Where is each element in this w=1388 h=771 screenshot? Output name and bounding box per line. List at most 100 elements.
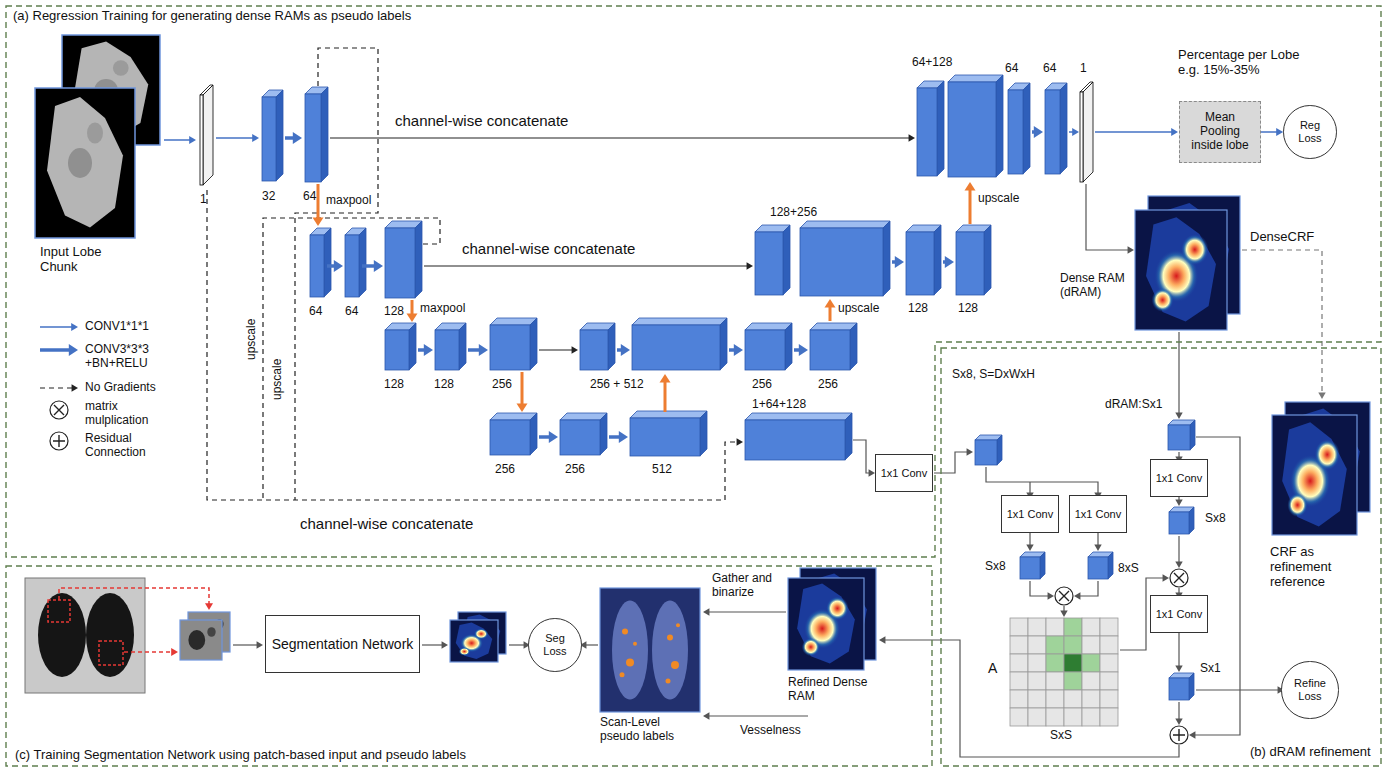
patch-texture bbox=[207, 627, 215, 637]
arrow bbox=[362, 260, 383, 272]
feature-block bbox=[385, 221, 422, 298]
arrow bbox=[1175, 332, 1182, 419]
arrow bbox=[216, 134, 259, 142]
conv-box: 1x1 Conv bbox=[1001, 495, 1059, 532]
annotation-label: Scan-Level pseudo labels bbox=[600, 716, 700, 744]
lung-shape bbox=[652, 600, 688, 699]
block-side bbox=[324, 228, 331, 297]
text-group: Seg Loss bbox=[532, 632, 578, 657]
feature-block bbox=[745, 413, 852, 460]
arrow-line bbox=[330, 137, 910, 138]
legend-text: CONV1*1*1 bbox=[85, 320, 149, 334]
matrix-cell bbox=[1010, 708, 1028, 726]
annotation-label: Refined Dense RAM bbox=[788, 676, 868, 704]
annotation-label: 512 bbox=[652, 463, 672, 477]
arrow bbox=[660, 374, 671, 412]
arrow-head bbox=[1189, 731, 1195, 738]
block-top bbox=[630, 411, 707, 418]
arrow-head bbox=[407, 313, 418, 322]
arrow-head bbox=[1175, 500, 1182, 506]
block-top bbox=[560, 413, 607, 420]
legend-text: No Gradients bbox=[85, 381, 156, 395]
block-side bbox=[934, 225, 941, 295]
arrow-head bbox=[825, 299, 836, 308]
matrix-cell bbox=[1046, 618, 1064, 636]
symbol-plus bbox=[1173, 729, 1185, 741]
loss-circle: Refine Loss bbox=[1281, 661, 1338, 718]
plus-symbol bbox=[50, 432, 68, 450]
node-text: Seg Loss bbox=[532, 632, 578, 657]
heat-blob bbox=[1315, 439, 1341, 470]
annotation-label: CRF as refinement reference bbox=[1270, 545, 1370, 590]
lobe-shape bbox=[1146, 217, 1216, 321]
block-side bbox=[276, 90, 283, 181]
arrow-head bbox=[442, 641, 448, 648]
feature-block bbox=[1168, 420, 1195, 450]
annotation-label: 64 bbox=[303, 190, 316, 204]
arrow-line bbox=[422, 644, 443, 645]
block-side bbox=[1189, 673, 1194, 700]
arrow bbox=[295, 48, 378, 500]
text-group: 1x1 Conv bbox=[881, 467, 927, 480]
lobe-texture bbox=[87, 123, 103, 144]
block-front bbox=[630, 418, 700, 456]
matrix-cell bbox=[1082, 636, 1100, 654]
node-text: Mean Pooling inside lobe bbox=[1184, 111, 1256, 152]
feature-block bbox=[345, 228, 366, 297]
lung-shape bbox=[86, 593, 134, 677]
arrow-head bbox=[1034, 126, 1043, 138]
block-front bbox=[580, 330, 608, 370]
annotation-label: Sx8, S=DxWxH bbox=[952, 368, 1035, 382]
matrix-cell bbox=[1010, 618, 1028, 636]
feature-block bbox=[948, 75, 1003, 177]
arrow-head bbox=[572, 346, 578, 353]
panel-border bbox=[6, 566, 932, 766]
feature-block bbox=[490, 413, 537, 455]
annotation-label: 256 bbox=[495, 463, 515, 477]
arrow-head bbox=[517, 403, 528, 412]
arrow bbox=[794, 344, 808, 356]
arrow-head bbox=[1175, 719, 1182, 725]
annotation-label: Dense RAM (dRAM) bbox=[1060, 272, 1130, 300]
matrix-cell bbox=[1046, 654, 1064, 672]
network-box: Segmentation Network bbox=[265, 615, 420, 673]
feature-block bbox=[385, 323, 416, 370]
arrow-line bbox=[1178, 332, 1179, 414]
arrow-head bbox=[734, 344, 743, 356]
block-side bbox=[700, 411, 707, 456]
matrix-cell bbox=[1100, 690, 1118, 708]
arrow-head bbox=[549, 431, 558, 443]
feature-block bbox=[1088, 552, 1113, 579]
arrow-head bbox=[909, 134, 915, 141]
arrow-head bbox=[703, 608, 709, 615]
arrow bbox=[509, 641, 530, 648]
arrow-line bbox=[1196, 689, 1279, 690]
arrow-head bbox=[747, 262, 753, 269]
heatmap-image bbox=[788, 578, 864, 670]
heat-blob bbox=[802, 638, 820, 656]
block-side bbox=[1060, 83, 1067, 174]
arrow bbox=[986, 467, 1102, 499]
block-side bbox=[783, 225, 790, 295]
annotation-label: channel-wise concatenate bbox=[300, 515, 473, 532]
arrow-line bbox=[585, 644, 598, 645]
arrow-head bbox=[1128, 246, 1134, 253]
matrix-cell bbox=[1100, 672, 1118, 690]
lung-shape bbox=[38, 593, 86, 677]
arrow-head bbox=[895, 256, 904, 268]
block-front bbox=[755, 232, 783, 295]
annotation-label: dRAM:Sx1 bbox=[1105, 398, 1162, 412]
matrix-cell bbox=[1064, 618, 1082, 636]
lobe-shape bbox=[1282, 422, 1347, 526]
arrow-line bbox=[884, 640, 1179, 757]
arrow bbox=[1074, 581, 1098, 600]
block-front bbox=[490, 325, 530, 370]
arrow-head bbox=[374, 260, 383, 272]
annotation-label: 1+64+128 bbox=[752, 398, 806, 412]
block-side bbox=[600, 413, 607, 455]
annotation-label: 64+128 bbox=[912, 56, 952, 70]
feature-block bbox=[200, 85, 213, 185]
plus-symbol bbox=[1170, 726, 1188, 744]
symbol-circle bbox=[50, 401, 68, 419]
multiply-symbol bbox=[1055, 587, 1073, 605]
